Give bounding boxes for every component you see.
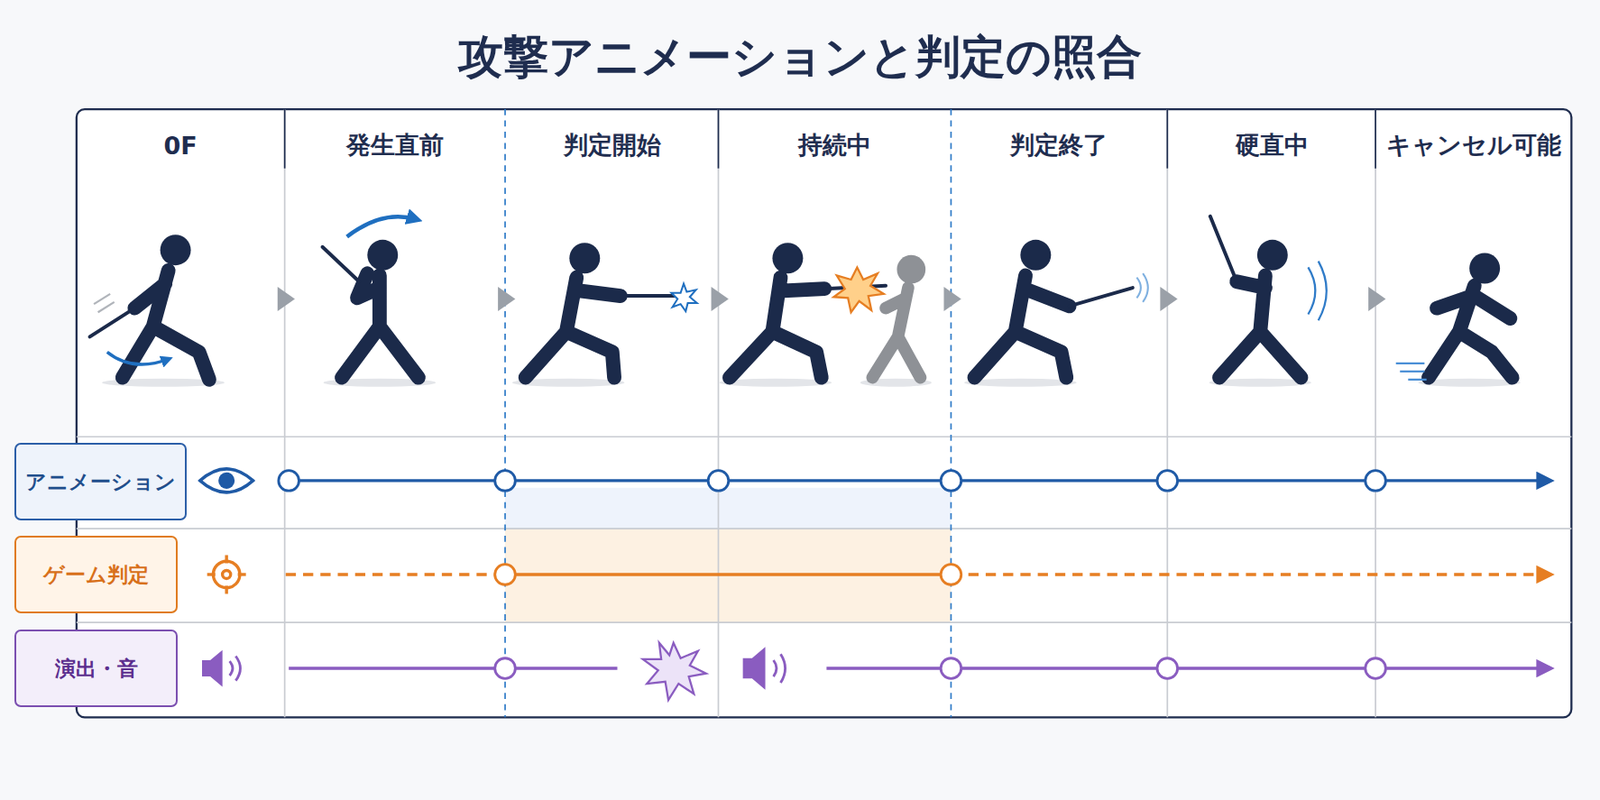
column-header: 0F	[163, 131, 197, 160]
row-label: 演出・音	[55, 654, 138, 683]
row-label: アニメーション	[25, 468, 176, 497]
row-label-box: 演出・音	[14, 629, 178, 708]
row-label-box: ゲーム判定	[14, 535, 178, 614]
column-header: 硬直中	[1235, 128, 1309, 162]
column-header: 判定開始	[563, 128, 662, 162]
column-header: キャンセル可能	[1386, 128, 1562, 162]
row-label: ゲーム判定	[43, 560, 149, 589]
row-label-box: アニメーション	[14, 442, 187, 521]
column-header: 持続中	[798, 128, 872, 162]
diagram-title: 攻撃アニメーションと判定の照合	[0, 27, 1600, 88]
column-header: 発生直前	[346, 128, 444, 162]
column-header: 判定終了	[1010, 128, 1108, 162]
